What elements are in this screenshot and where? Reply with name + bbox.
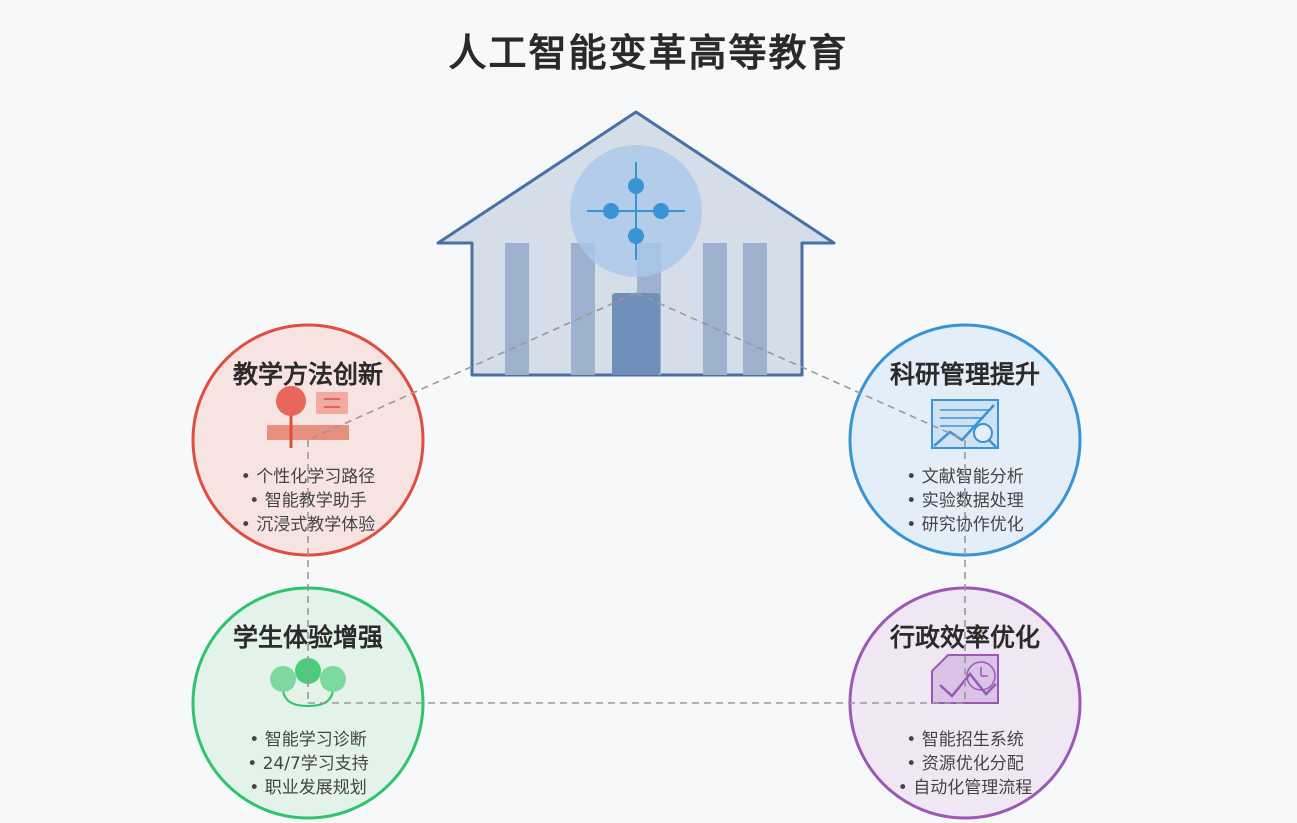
building-column bbox=[703, 243, 727, 375]
building-column bbox=[743, 243, 767, 375]
page-title: 人工智能变革高等教育 bbox=[448, 31, 849, 75]
connector-line bbox=[635, 292, 966, 441]
building-column bbox=[571, 243, 595, 375]
node-admin-item: • 资源优化分配 bbox=[906, 754, 1023, 774]
node-research-title: 科研管理提升 bbox=[890, 360, 1040, 389]
node-teaching-title: 教学方法创新 bbox=[233, 360, 383, 389]
university-building-icon bbox=[436, 110, 836, 377]
connector-lines bbox=[307, 292, 966, 704]
building-door bbox=[612, 293, 660, 375]
node-admin: 行政效率优化 • 智能招生系统 • 资源优化分配 • 自动化管理流程 bbox=[848, 586, 1082, 820]
admin-document-clock-icon bbox=[931, 654, 999, 704]
node-student-item: • 24/7学习支持 bbox=[247, 754, 369, 774]
ai-network-icon bbox=[570, 145, 702, 277]
node-admin-item: • 自动化管理流程 bbox=[898, 778, 1032, 798]
student-group-icon bbox=[270, 658, 346, 708]
teacher-board-icon bbox=[267, 386, 349, 448]
node-student-item: • 智能学习诊断 bbox=[249, 730, 366, 750]
building-column bbox=[505, 243, 529, 375]
node-admin-item: • 智能招生系统 bbox=[906, 730, 1023, 750]
node-student-item: • 职业发展规划 bbox=[249, 778, 366, 798]
